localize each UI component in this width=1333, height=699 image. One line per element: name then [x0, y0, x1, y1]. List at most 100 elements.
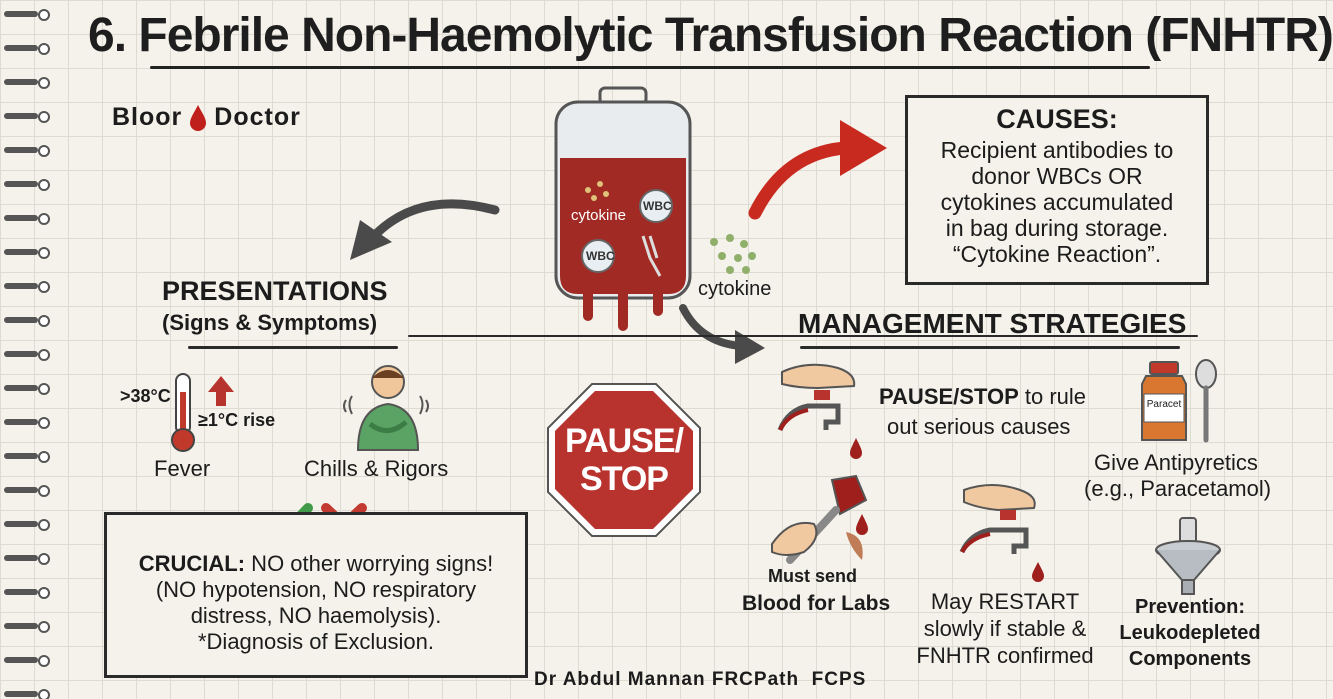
crucial-line1: NO other worrying signs!	[245, 551, 494, 576]
spiral-hole	[38, 383, 50, 395]
spiral-ring	[4, 181, 38, 187]
spiral-hole	[38, 689, 50, 699]
wbc-label-top: WBC	[643, 199, 672, 213]
spiral-hole	[38, 247, 50, 259]
management-underline	[800, 346, 1180, 349]
spiral-ring	[4, 521, 38, 527]
spiral-hole	[38, 9, 50, 21]
spiral-hole	[38, 111, 50, 123]
stop-sign-icon	[547, 383, 701, 537]
blood-sample-syringe-icon	[771, 474, 868, 564]
notebook-spiral	[4, 9, 50, 699]
cytokine-label-outside: cytokine	[698, 278, 772, 300]
pause-rest: to rule	[1018, 384, 1087, 409]
spiral-ring	[4, 317, 38, 323]
spiral-hole	[38, 451, 50, 463]
pause-bold: PAUSE/STOP	[879, 384, 1019, 409]
spiral-ring	[4, 623, 38, 629]
causes-line: Recipient antibodies to	[940, 137, 1174, 163]
leukofilter-funnel-icon	[1155, 517, 1221, 595]
arrow-to-management-icon	[679, 304, 765, 364]
management-title: MANAGEMENT STRATEGIES	[798, 308, 1187, 339]
hand-tap-pause-icon	[777, 363, 862, 459]
spiral-hole	[38, 77, 50, 89]
thermometer-icon	[171, 373, 195, 452]
spiral-ring	[4, 215, 38, 221]
restart-text: May RESTART slowly if stable & FNHTR con…	[905, 588, 1105, 669]
causes-line: cytokines accumulated	[940, 189, 1174, 215]
cytokine-label-inside: cytokine	[571, 207, 627, 224]
fever-label: Fever	[154, 456, 211, 481]
presentations-subtitle: (Signs & Symptoms)	[162, 310, 378, 335]
blood-bag-icon	[554, 86, 692, 331]
shivering-person-icon	[343, 365, 429, 451]
brand-logo: Bloor Doctor	[112, 103, 301, 132]
spiral-hole	[38, 349, 50, 361]
brand-left: Bloor	[112, 103, 183, 131]
restart-line3: FNHTR confirmed	[916, 643, 1094, 668]
crucial-line3: distress, NO haemolysis).	[190, 603, 442, 628]
wbc-label-bottom: WBC	[586, 249, 615, 263]
spiral-hole	[38, 417, 50, 429]
presentations-title: PRESENTATIONS	[162, 276, 388, 306]
spiral-ring	[4, 249, 38, 255]
spiral-hole	[38, 519, 50, 531]
spiral-hole	[38, 655, 50, 667]
crucial-line2: (NO hypotension, NO respiratory	[155, 577, 477, 602]
spiral-ring	[4, 113, 38, 119]
chills-label: Chills & Rigors	[304, 456, 449, 481]
spiral-ring	[4, 691, 38, 697]
spiral-ring	[4, 487, 38, 493]
stop-line1: PAUSE/	[564, 422, 684, 460]
stop-line2: STOP	[580, 460, 669, 498]
prevention-text: Prevention: Leukodepleted Components	[1106, 594, 1274, 672]
rise-label: ≥1°C rise	[198, 410, 276, 430]
labs-line2: Blood for Labs	[742, 592, 891, 615]
crucial-label: CRUCIAL:	[138, 551, 246, 576]
crucial-box: CRUCIAL: NO other worrying signs! (NO hy…	[104, 512, 528, 678]
labs-line1: Must send	[768, 566, 858, 586]
causes-line: donor WBCs OR	[971, 163, 1143, 189]
prevention-line2: Leukodepleted	[1119, 622, 1261, 644]
spiral-ring	[4, 283, 38, 289]
spiral-hole	[38, 553, 50, 565]
spiral-hole	[38, 179, 50, 191]
up-arrow-icon	[208, 376, 234, 406]
spiral-hole	[38, 587, 50, 599]
divider-line	[408, 335, 1198, 337]
arrow-to-causes-icon	[748, 120, 887, 220]
prevention-line1: Prevention:	[1134, 596, 1246, 618]
causes-text: Recipient antibodies to donor WBCs OR cy…	[908, 137, 1206, 267]
title-underline	[150, 66, 1150, 69]
spiral-hole	[38, 621, 50, 633]
spiral-ring	[4, 453, 38, 459]
spiral-ring	[4, 589, 38, 595]
restart-line1: May RESTART	[930, 589, 1080, 614]
causes-title: CAUSES:	[996, 104, 1118, 134]
brand-right: Doctor	[214, 103, 301, 131]
arrow-to-presentations-icon	[350, 199, 500, 260]
spiral-hole	[38, 213, 50, 225]
causes-box: CAUSES: Recipient antibodies to donor WB…	[905, 95, 1209, 285]
antipyretics-line2: (e.g., Paracetamol)	[1084, 476, 1272, 501]
spiral-hole	[38, 315, 50, 327]
spiral-hole	[38, 145, 50, 157]
spiral-ring	[4, 351, 38, 357]
spiral-ring	[4, 11, 38, 17]
crucial-line4: *Diagnosis of Exclusion.	[197, 629, 434, 654]
spiral-ring	[4, 657, 38, 663]
causes-line: “Cytokine Reaction”.	[952, 241, 1162, 267]
author-credit: Dr Abdul Mannan FRCPath FCPS	[534, 669, 867, 690]
spiral-hole	[38, 43, 50, 55]
spiral-ring	[4, 555, 38, 561]
spiral-ring	[4, 385, 38, 391]
spiral-ring	[4, 79, 38, 85]
hand-tap-restart-icon	[959, 484, 1044, 582]
spiral-ring	[4, 147, 38, 153]
page-title: 6. Febrile Non-Haemolytic Transfusion Re…	[88, 9, 1333, 62]
antipyretics-line1: Give Antipyretics	[1094, 450, 1258, 475]
paracetamol-bottle-icon	[1141, 359, 1217, 443]
stop-sign-text: PAUSE/ STOP	[544, 422, 704, 498]
presentations-underline	[188, 346, 398, 349]
pause-text: PAUSE/STOP to rule out serious causes	[879, 382, 1086, 442]
